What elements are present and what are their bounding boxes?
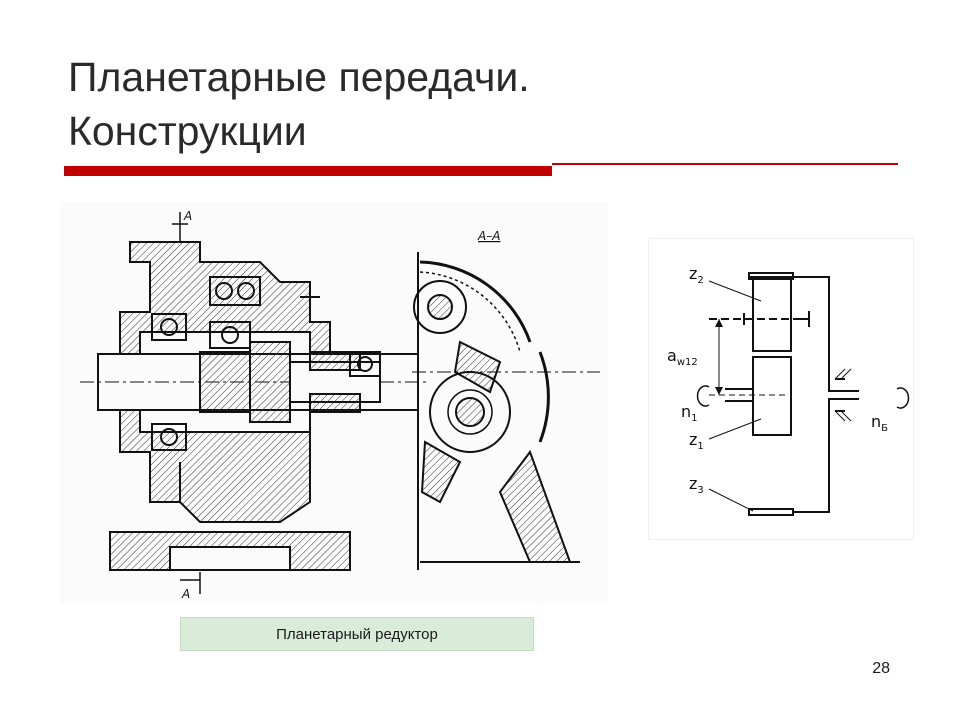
section-mark-bottom: A [181,587,190,601]
label-n1: n1 [681,402,698,424]
housing-section [80,212,430,594]
bearing-right [349,351,381,377]
slide-title-line-1: Планетарные передачи. [68,54,530,100]
section-mark-top: A [183,209,192,223]
label-z1: z1 [689,430,704,452]
section-label-aa: A–A [477,229,500,243]
label-nb: nБ [871,412,888,434]
label-aw12: aw12 [667,346,698,368]
bearing-top-mid [209,276,261,306]
kinematic-scheme-svg: z2 aw12 n1 z1 nБ z3 [667,264,910,516]
label-z3: z3 [689,474,704,496]
gearbox-drawing-svg: A A A–A [80,209,600,601]
slide-title: Планетарные передачи. Конструкции [68,50,888,158]
title-underline-thin [552,163,898,165]
bearing-bottom-left [151,423,187,451]
gearbox-drawing: A A A–A [60,202,608,604]
side-view-aa [412,252,600,570]
page-number: 28 [872,660,890,677]
title-underline-thick [64,166,552,176]
figure-caption: Планетарный редуктор [180,617,534,651]
bearing-top-left [151,313,187,341]
kinematic-scheme: z2 aw12 n1 z1 nБ z3 [648,238,914,540]
slide-title-line-2: Конструкции [68,108,307,154]
label-z2: z2 [689,264,704,286]
bearing-mid [209,321,251,349]
